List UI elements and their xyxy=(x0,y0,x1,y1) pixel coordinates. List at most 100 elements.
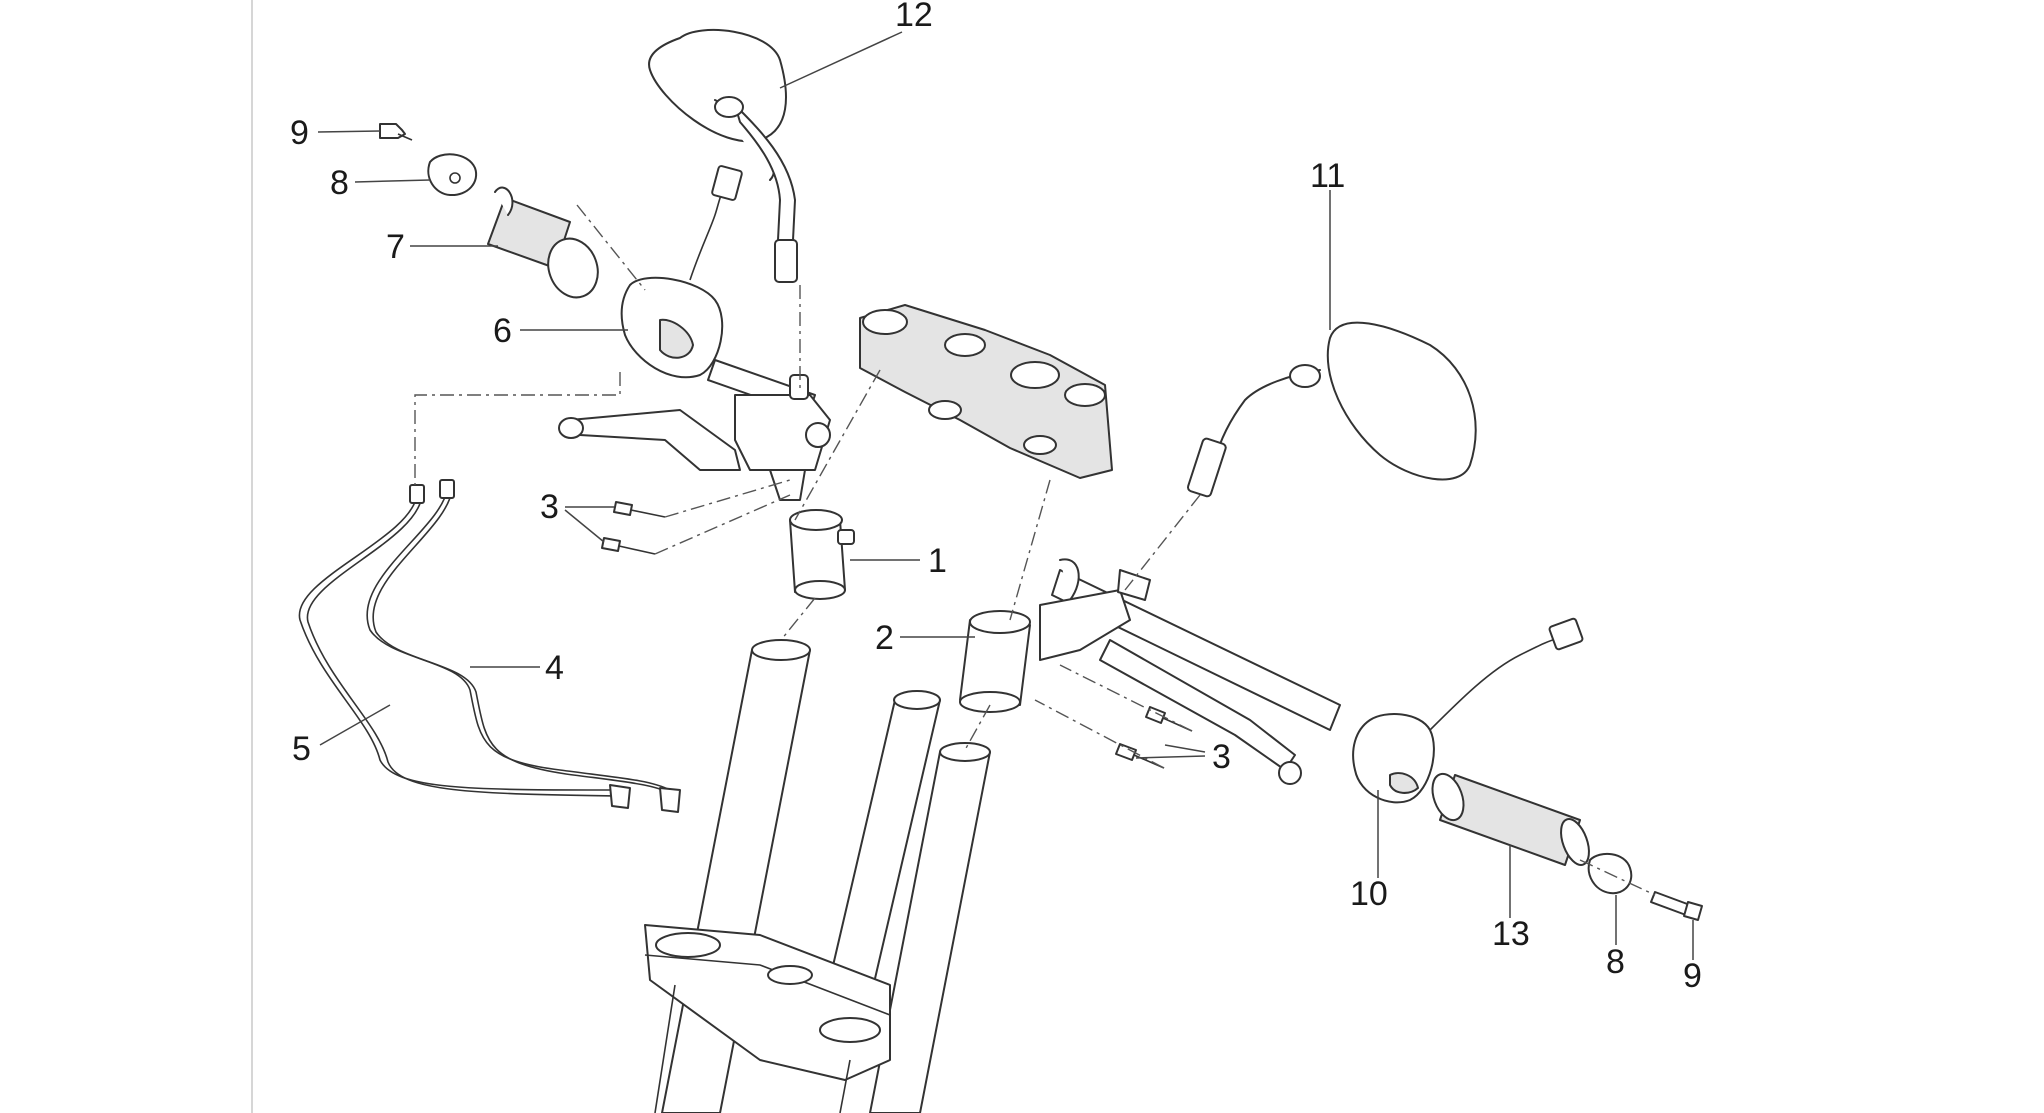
cable-end-a xyxy=(409,484,425,504)
callout-screw-left: 9 xyxy=(290,114,309,152)
callout-screw-right: 9 xyxy=(1683,957,1702,995)
screw-right-head xyxy=(1683,901,1703,921)
leader-3-right-lower xyxy=(1135,755,1206,759)
clamp-left-lug xyxy=(837,529,855,545)
clamp-right-bottom xyxy=(959,691,1021,713)
lower-clamp-bore-right xyxy=(819,1017,881,1043)
fork-tube-right-top xyxy=(939,742,991,762)
assembly-lines xyxy=(414,204,1656,896)
mirror-left-glass xyxy=(648,28,787,143)
clutch-lever-tip xyxy=(1278,761,1302,785)
axis-upper-clamp-left xyxy=(794,369,881,521)
leader-12 xyxy=(779,31,903,89)
cable-end-b xyxy=(439,479,455,499)
mirror-left-threaded-end xyxy=(774,239,798,283)
leader-8-left xyxy=(354,179,431,183)
left-bar-end xyxy=(379,123,599,299)
callout-cable-b: 5 xyxy=(292,730,311,768)
axis-bar-end-right xyxy=(1579,859,1656,896)
bolt-right-upper-head xyxy=(1145,706,1166,724)
upper-clamp-nut-d xyxy=(1064,383,1106,407)
axis-mirror-right xyxy=(1124,494,1201,591)
leader-lines xyxy=(317,31,1694,960)
axis-clamp-right xyxy=(964,704,991,751)
switch-right-wire xyxy=(1429,637,1561,731)
brake-lever-left-tip xyxy=(558,417,584,439)
axis-bolt-lower-left xyxy=(654,494,791,555)
axis-clamp-left xyxy=(780,597,816,641)
master-cylinder xyxy=(734,394,831,471)
cable-outer-2 xyxy=(306,494,623,797)
fork-tube-lower-left xyxy=(654,984,676,1113)
callout-mirror-left: 12 xyxy=(895,0,933,34)
cables xyxy=(298,479,681,813)
mirror-right-pivot xyxy=(1289,364,1321,388)
bolts-left xyxy=(601,501,666,555)
upper-triple-clamp xyxy=(859,304,1113,479)
right-handlebar-assembly xyxy=(1039,558,1341,785)
lower-clamp-bore-left xyxy=(655,932,721,958)
callouts: 12 11 9 8 7 6 3 1 2 4 5 3 10 13 8 9 xyxy=(290,0,1702,995)
axis-bolt-upper-left xyxy=(664,479,791,518)
master-cylinder-reservoir-cap xyxy=(805,422,831,448)
leader-3-right-upper xyxy=(1164,744,1206,753)
callout-grip-right: 13 xyxy=(1492,915,1530,953)
callout-weight-left: 8 xyxy=(330,164,349,202)
callout-bolts-right: 3 xyxy=(1212,738,1231,776)
switch-right-button xyxy=(1389,772,1419,794)
axis-grip-left xyxy=(576,204,646,291)
upper-clamp-bolt-a xyxy=(928,400,962,420)
cable-outer xyxy=(298,494,621,791)
leader-3-left-lower xyxy=(564,509,605,543)
upper-clamp-nut-a xyxy=(862,309,908,335)
screw-right-shaft xyxy=(1650,891,1691,916)
cable-inner-2 xyxy=(372,489,677,797)
right-bar-end xyxy=(1431,772,1703,921)
axis-bolt-lower-right xyxy=(1034,699,1165,769)
switch-left xyxy=(620,165,743,379)
cable-banjo-a xyxy=(609,784,631,809)
callout-clamp-right: 2 xyxy=(875,619,894,657)
clamp-left xyxy=(789,509,855,600)
callout-weight-right: 8 xyxy=(1606,943,1625,981)
left-handlebar-assembly xyxy=(558,359,831,501)
clamp-right xyxy=(959,610,1031,713)
leader-9-left xyxy=(317,130,381,133)
lower-triple-clamp xyxy=(644,924,891,1081)
callout-mirror-right: 11 xyxy=(1310,157,1345,195)
banjo-bolt xyxy=(789,374,809,400)
mirror-right xyxy=(1186,321,1477,498)
grip-left-end xyxy=(547,237,599,299)
bolts-right xyxy=(1115,706,1193,769)
screw-left-shaft xyxy=(397,133,413,141)
mirror-right-threaded-end xyxy=(1186,437,1227,498)
bolt-left-upper-head xyxy=(613,501,633,516)
steering-stem-top xyxy=(893,690,941,710)
fork-tube-lower-right xyxy=(839,1059,851,1113)
switch-left-buttons xyxy=(659,318,694,359)
mirror-left xyxy=(648,28,798,283)
switch-right xyxy=(1352,617,1584,804)
callout-switch-left: 6 xyxy=(493,312,512,350)
switch-left-wire xyxy=(689,184,731,281)
clamp-right-top xyxy=(969,610,1031,634)
axis-upper-clamp-right xyxy=(1009,479,1051,621)
callout-switch-right: 10 xyxy=(1350,875,1388,913)
clamp-left-top xyxy=(789,509,843,531)
cable-banjo-b xyxy=(659,787,681,813)
fork-tube-left-top xyxy=(751,639,811,661)
grip-right-open-end xyxy=(1431,772,1465,822)
grip-right-closed-end xyxy=(1560,818,1590,866)
master-cylinder-clamp-tab xyxy=(769,469,806,501)
lower-triple-clamp-edge xyxy=(644,954,891,1016)
brake-lever-left xyxy=(569,409,741,471)
bolt-left-upper-shaft xyxy=(630,509,666,518)
switch-left-connector xyxy=(711,165,743,201)
bolt-left-lower-shaft xyxy=(618,545,656,555)
callout-bolts-left: 3 xyxy=(540,488,559,526)
axis-bolt-upper-right xyxy=(1059,664,1193,732)
callout-grip-left: 7 xyxy=(386,228,405,266)
upper-clamp-body xyxy=(859,304,1113,479)
weight-left-hole xyxy=(449,172,461,184)
